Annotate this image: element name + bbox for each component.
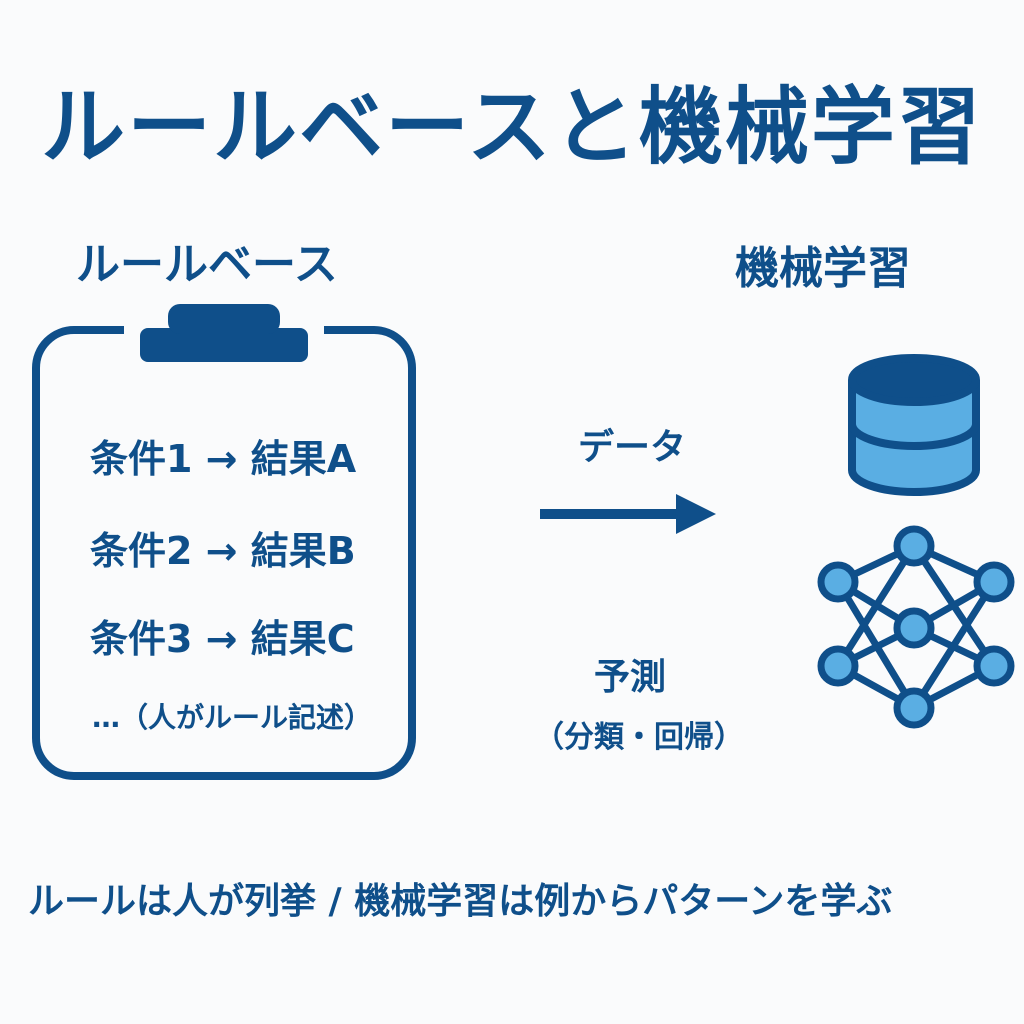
rule-line: 条件3 → 結果C (90, 617, 355, 661)
arrow-right-icon (540, 494, 716, 534)
rule-note: …（人がルール記述） (92, 701, 373, 734)
neural-network-icon (817, 525, 1015, 729)
predict-label: 予測 (594, 657, 667, 698)
data-label: データ (578, 427, 687, 468)
page-title: ルールベースと機械学習 (41, 78, 983, 176)
rule-line: 条件2 → 結果B (90, 529, 356, 573)
clipboard-icon (32, 304, 416, 780)
rule-line: 条件1 → 結果A (90, 437, 357, 481)
predict-sub-label: （分類・回帰） (534, 720, 744, 755)
machine-learning-heading: 機械学習 (735, 243, 911, 294)
database-icon (848, 354, 980, 496)
caption: ルールは人が列挙 / 機械学習は例からパターンを学ぶ (28, 881, 893, 922)
rule-based-heading: ルールベース (76, 239, 338, 290)
